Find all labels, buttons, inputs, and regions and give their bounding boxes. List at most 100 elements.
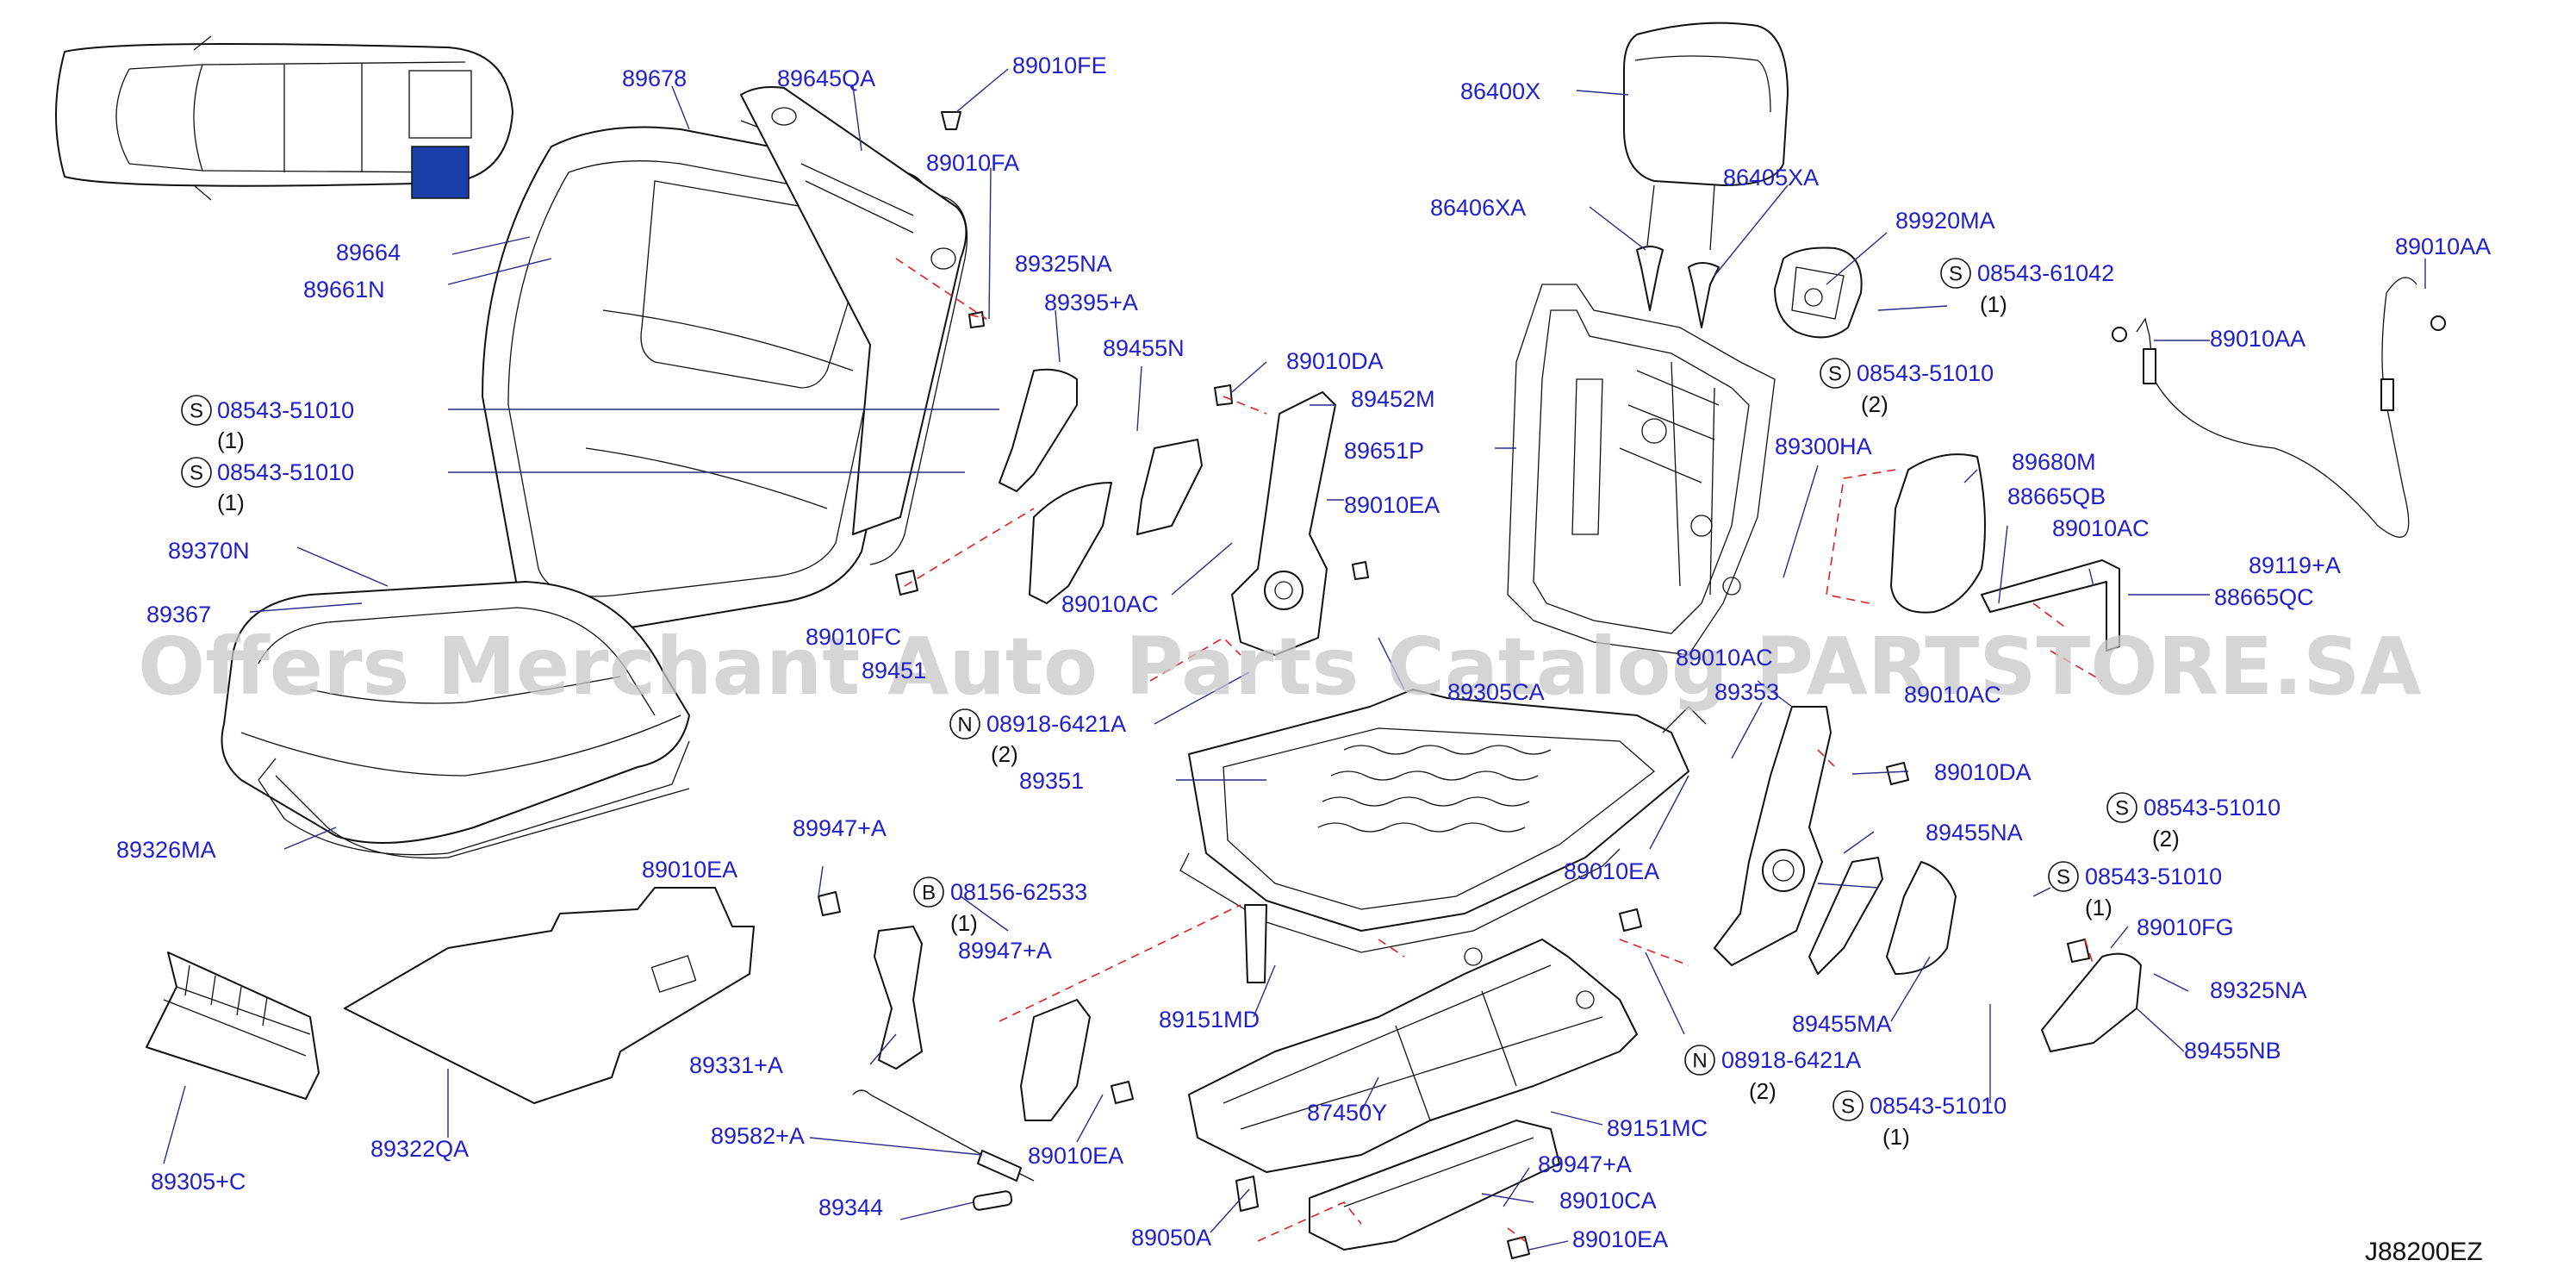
svg-text:08543-51010: 08543-51010: [1870, 1093, 2007, 1119]
label-89395A[interactable]: 89395+A: [1044, 290, 1138, 315]
fastener-s3[interactable]: S 08543-61042 (1): [1940, 258, 2114, 317]
side-shield-cover: [1890, 453, 1986, 614]
label-89367[interactable]: 89367: [146, 602, 211, 627]
clip-icons: [818, 111, 2090, 1259]
headrest: [1623, 22, 1789, 251]
label-89455N[interactable]: 89455N: [1103, 335, 1185, 361]
label-89920MA[interactable]: 89920MA: [1895, 208, 1995, 234]
label-89010FG[interactable]: 89010FG: [2137, 914, 2234, 940]
label-89455MA[interactable]: 89455MA: [1792, 1011, 1892, 1037]
label-89305CA[interactable]: 89305CA: [1447, 679, 1545, 705]
svg-text:S: S: [190, 462, 203, 485]
label-89010EA-low[interactable]: 89010EA: [1028, 1143, 1123, 1169]
svg-text:B: B: [922, 882, 936, 905]
fastener-s1[interactable]: S 08543-51010 (1): [181, 395, 354, 453]
label-89651P[interactable]: 89651P: [1344, 438, 1424, 464]
fastener-s5[interactable]: S 08543-51010 (2): [2106, 792, 2280, 852]
label-86400X[interactable]: 86400X: [1460, 78, 1540, 104]
recliner-left: [1231, 391, 1336, 656]
label-89050A[interactable]: 89050A: [1131, 1225, 1211, 1251]
label-89645QA[interactable]: 89645QA: [777, 66, 875, 91]
label-89452M[interactable]: 89452M: [1351, 386, 1435, 412]
label-89582A[interactable]: 89582+A: [711, 1123, 805, 1149]
svg-text:08543-51010: 08543-51010: [217, 459, 354, 485]
label-89322QA[interactable]: 89322QA: [370, 1136, 469, 1162]
label-89010AA-top[interactable]: 89010AA: [2395, 234, 2491, 259]
svg-text:(1): (1): [1882, 1124, 1910, 1150]
label-88665QB[interactable]: 88665QB: [2007, 484, 2106, 509]
label-89010CA[interactable]: 89010CA: [1559, 1188, 1657, 1213]
fastener-n1[interactable]: N 08918-6421A (2): [949, 708, 1126, 767]
label-89455NB[interactable]: 89455NB: [2184, 1038, 2281, 1064]
leader-lines: [163, 68, 2426, 1251]
svg-text:N: N: [957, 714, 972, 737]
svg-text:08918-6421A: 08918-6421A: [986, 711, 1126, 737]
label-89326MA[interactable]: 89326MA: [116, 837, 216, 863]
label-89010EA-bottom[interactable]: 89010EA: [1572, 1226, 1668, 1252]
svg-text:S: S: [2115, 797, 2129, 820]
label-89010DA-right[interactable]: 89010DA: [1934, 759, 2032, 785]
svg-text:(2): (2): [1861, 391, 1888, 417]
label-86406XA[interactable]: 86406XA: [1430, 195, 1526, 221]
label-89010EA-mid[interactable]: 89010EA: [1564, 858, 1659, 884]
label-87450Y[interactable]: 87450Y: [1307, 1100, 1387, 1126]
headrest-guide-right: [1688, 262, 1720, 328]
label-89331A[interactable]: 89331+A: [689, 1052, 783, 1078]
seat-base-rail: [1188, 939, 1638, 1251]
label-89151MC[interactable]: 89151MC: [1607, 1115, 1708, 1141]
label-89353[interactable]: 89353: [1714, 679, 1779, 705]
svg-text:(1): (1): [2085, 895, 2112, 920]
fastener-s2[interactable]: S 08543-51010 (1): [181, 457, 354, 515]
label-88665QC[interactable]: 88665QC: [2214, 584, 2314, 610]
svg-text:08543-51010: 08543-51010: [2085, 864, 2222, 889]
svg-text:S: S: [1949, 263, 1963, 286]
label-89010AC-center[interactable]: 89010AC: [1061, 591, 1159, 617]
label-89451[interactable]: 89451: [862, 658, 926, 683]
label-89351[interactable]: 89351: [1019, 768, 1084, 794]
label-89010DA-top[interactable]: 89010DA: [1286, 348, 1384, 374]
fastener-s4[interactable]: S 08543-51010 (2): [1820, 358, 1994, 417]
label-89678[interactable]: 89678: [622, 66, 687, 91]
label-89947A-mid[interactable]: 89947+A: [958, 938, 1052, 964]
label-89010FC[interactable]: 89010FC: [806, 624, 901, 650]
fastener-n2[interactable]: N 08918-6421A (2): [1684, 1045, 1861, 1104]
svg-text:(1): (1): [950, 910, 978, 936]
label-89344[interactable]: 89344: [818, 1195, 883, 1220]
label-89680M[interactable]: 89680M: [2012, 449, 2096, 475]
label-89664[interactable]: 89664: [336, 240, 401, 265]
fastener-s6[interactable]: S 08543-51010 (1): [2048, 861, 2222, 920]
label-89455NA[interactable]: 89455NA: [1926, 820, 2023, 845]
label-89325NA-bottom[interactable]: 89325NA: [2210, 977, 2307, 1003]
label-89947A-top[interactable]: 89947+A: [793, 815, 887, 841]
label-89010AA-mid[interactable]: 89010AA: [2210, 326, 2305, 352]
cushion-pad: [275, 775, 690, 859]
label-89010FA[interactable]: 89010FA: [926, 150, 1019, 176]
label-86405XA[interactable]: 86405XA: [1723, 165, 1819, 190]
floor-flap: [146, 951, 320, 1100]
label-89010FE[interactable]: 89010FE: [1012, 53, 1107, 78]
svg-text:(1): (1): [217, 490, 245, 515]
label-89010AC-right[interactable]: 89010AC: [2052, 515, 2150, 541]
label-89010EA-left[interactable]: 89010EA: [642, 857, 737, 883]
label-89151MD[interactable]: 89151MD: [1159, 1007, 1260, 1033]
label-89119A[interactable]: 89119+A: [2249, 552, 2341, 578]
label-89010AC-low[interactable]: 89010AC: [1904, 682, 2001, 708]
svg-text:(2): (2): [2152, 826, 2180, 852]
svg-text:S: S: [1828, 363, 1842, 386]
watermark: Offers Merchant Auto Parts Catalog PARTS…: [138, 621, 2422, 713]
label-89947A-bottom[interactable]: 89947+A: [1538, 1151, 1632, 1177]
trim-89455N: [1136, 439, 1203, 535]
link-plate-rear: [1020, 999, 1091, 1121]
label-89305C[interactable]: 89305+C: [151, 1169, 246, 1195]
fastener-s7[interactable]: S 08543-51010 (1): [1832, 1090, 2007, 1150]
label-89661N[interactable]: 89661N: [303, 277, 385, 303]
fastener-b1[interactable]: B 08156-62533 (1): [913, 877, 1087, 936]
label-89370N[interactable]: 89370N: [168, 538, 250, 564]
label-89325NA-top[interactable]: 89325NA: [1015, 251, 1112, 277]
label-89010AC-rear[interactable]: 89010AC: [1676, 645, 1773, 671]
svg-text:S: S: [190, 400, 203, 423]
label-89300HA[interactable]: 89300HA: [1775, 434, 1872, 459]
svg-text:08543-61042: 08543-61042: [1977, 260, 2114, 286]
label-89010EA-top[interactable]: 89010EA: [1344, 492, 1440, 518]
svg-text:08543-51010: 08543-51010: [217, 397, 354, 423]
